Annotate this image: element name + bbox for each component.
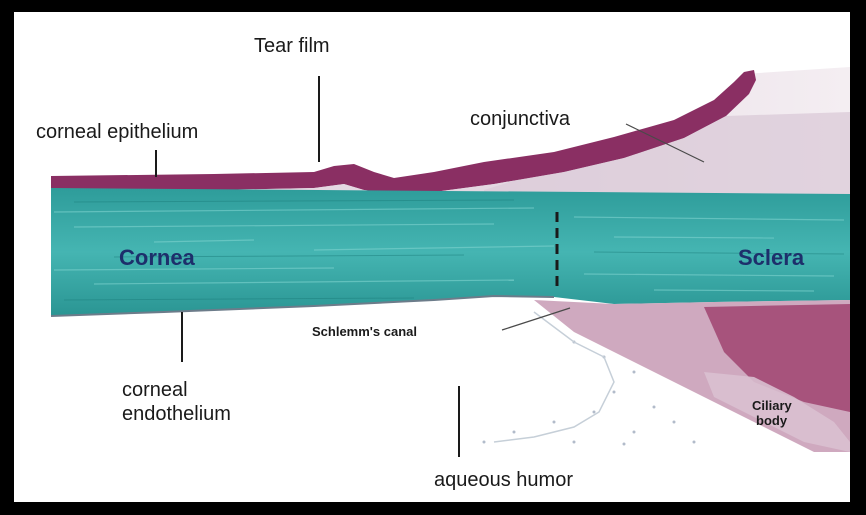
schlemms-canal-label: Schlemm's canal xyxy=(312,324,417,339)
eye-histology-diagram: Tear film corneal epithelium conjunctiva… xyxy=(14,12,850,502)
corneal-endothelium-label-line1: corneal xyxy=(122,379,188,401)
ciliary-body-label-line1: Ciliary xyxy=(752,398,793,413)
ciliary-body-label-line2: body xyxy=(756,413,788,428)
conjunctiva-label: conjunctiva xyxy=(470,108,571,130)
diagram-panel: Tear film corneal epithelium conjunctiva… xyxy=(14,12,850,502)
tear-film-label: Tear film xyxy=(254,35,330,57)
aqueous-humor-label: aqueous humor xyxy=(434,469,573,491)
sclera-label: Sclera xyxy=(738,245,805,270)
corneal-epithelium-label: corneal epithelium xyxy=(36,121,198,143)
cornea-label: Cornea xyxy=(119,245,196,270)
corneal-endothelium-label-line2: endothelium xyxy=(122,403,231,425)
